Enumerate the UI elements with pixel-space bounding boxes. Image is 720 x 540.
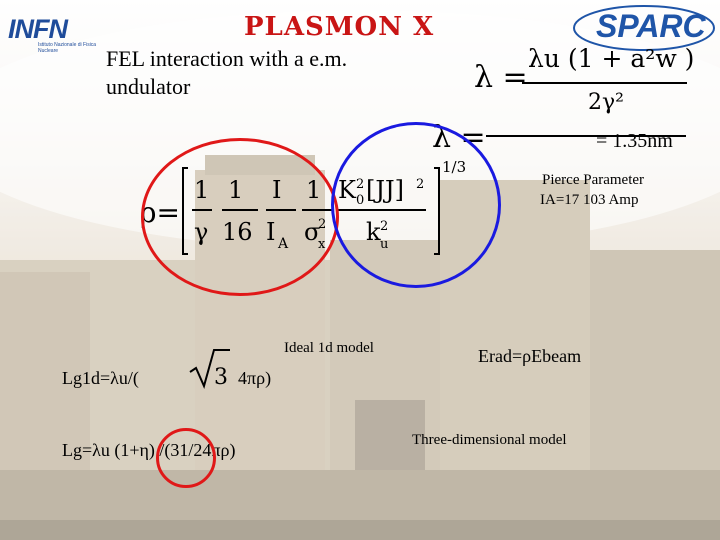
slide-title: PLASMON X bbox=[244, 12, 435, 42]
blue-circle-annotation bbox=[331, 122, 501, 288]
sparc-logo-text: SPARC bbox=[596, 8, 706, 44]
resonance-value: = 1.35nm bbox=[596, 130, 673, 152]
infn-logo-text: INFN bbox=[8, 14, 68, 44]
pierce-ia-line: IA=17 103 Amp bbox=[540, 192, 639, 208]
resonance-fraction-bar bbox=[522, 82, 687, 84]
red-circle-annotation bbox=[141, 138, 339, 296]
intro-line-1: FEL interaction with a e.m. bbox=[106, 46, 348, 71]
red-circle-eta-annotation bbox=[156, 428, 216, 488]
lg1d-formula-tail: 4πρ) bbox=[238, 368, 272, 388]
resonance-fraction-bar-2 bbox=[486, 135, 686, 137]
svg-text:3: 3 bbox=[214, 365, 228, 390]
infn-logo-subtext: Istituto Nazionale di Fisica Nucleare bbox=[38, 42, 97, 54]
sparc-logo: SPARC bbox=[566, 4, 716, 58]
resonance-numerator: λu (1 + a²w ) bbox=[528, 44, 695, 73]
three-dimensional-model-label: Three-dimensional model bbox=[412, 432, 567, 448]
pierce-label: Pierce Parameter bbox=[542, 172, 645, 188]
ideal-1d-model-label: Ideal 1d model bbox=[284, 340, 374, 356]
erad-formula: Erad=ρEbeam bbox=[478, 346, 582, 366]
sqrt3-symbol: 3 bbox=[189, 349, 230, 390]
resonance-lhs: λ = bbox=[474, 60, 528, 95]
infn-logo: INFN Istituto Nazionale di Fisica Nuclea… bbox=[8, 14, 100, 60]
sparc-swoosh-icon bbox=[573, 5, 715, 51]
resonance-denominator: 2γ² bbox=[588, 90, 624, 115]
lg1d-formula: Lg1d=λu/( bbox=[62, 368, 139, 388]
intro-line-2: undulator bbox=[106, 74, 191, 99]
